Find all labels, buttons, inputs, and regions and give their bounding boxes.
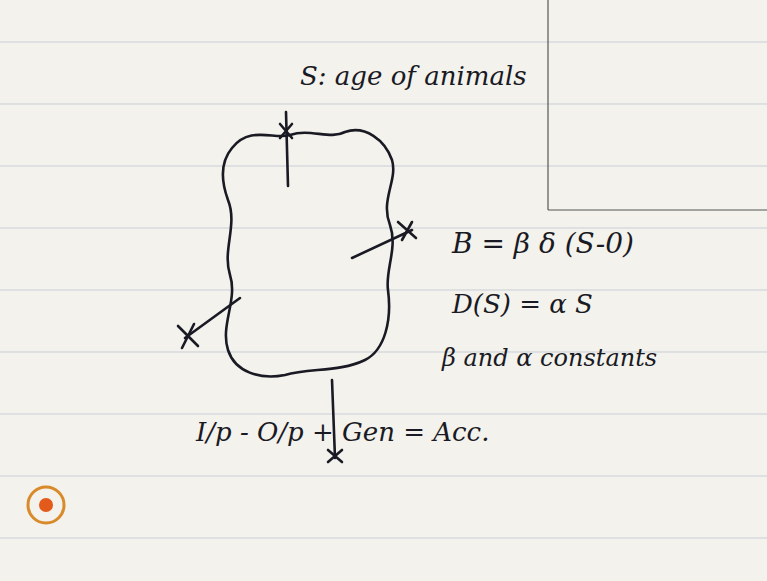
- corner-box: [548, 0, 767, 210]
- handwritten-note: S: age of animals: [300, 62, 527, 92]
- handwritten-note: I/p - O/p + Gen = Acc.: [196, 418, 489, 448]
- logo: [28, 487, 64, 523]
- handwritten-note: D(S) = α S: [452, 290, 593, 320]
- ruled-lines: [0, 42, 767, 538]
- handwritten-note: β and α constants: [442, 345, 657, 373]
- handwritten-note: B = β δ (S-0): [452, 228, 634, 260]
- control-volume: [178, 112, 416, 462]
